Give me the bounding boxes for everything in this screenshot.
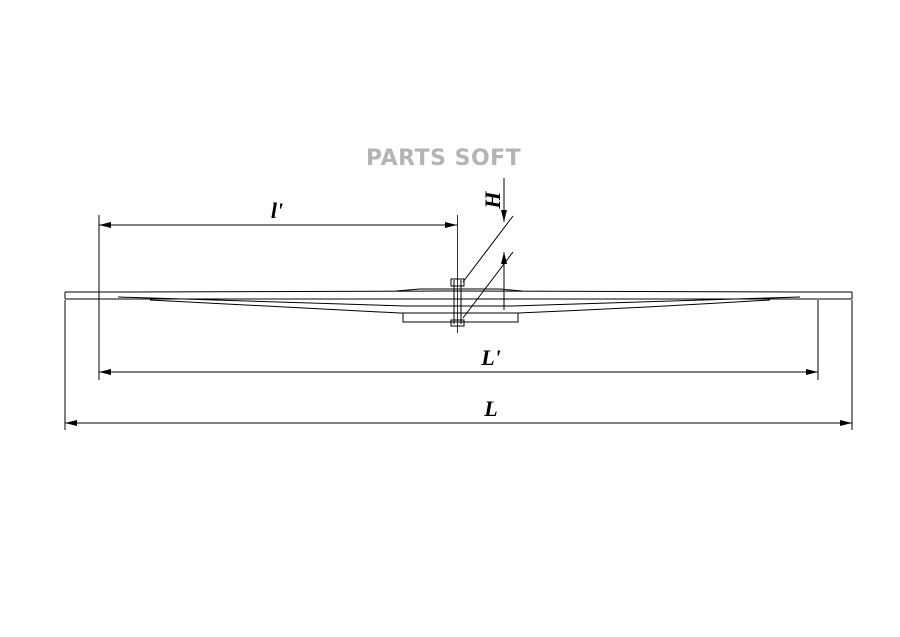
h-leader-upper xyxy=(462,215,514,283)
half-length-label: l' xyxy=(271,198,283,223)
leaf-spring xyxy=(64,288,853,323)
main-leaf-top xyxy=(65,290,852,293)
h-leader-lower xyxy=(462,251,514,319)
center-pad xyxy=(395,288,523,292)
height-dimension xyxy=(462,178,514,319)
working-length-label: L' xyxy=(480,345,501,370)
second-leaf xyxy=(117,296,801,307)
center-bolt xyxy=(450,215,465,333)
height-label: H xyxy=(480,191,505,210)
total-length-dimension xyxy=(64,300,853,430)
working-length-dimension xyxy=(99,300,819,380)
watermark: PARTS SOFT xyxy=(366,146,522,171)
half-length-dimension xyxy=(98,215,457,380)
total-length-label: L xyxy=(483,396,497,421)
